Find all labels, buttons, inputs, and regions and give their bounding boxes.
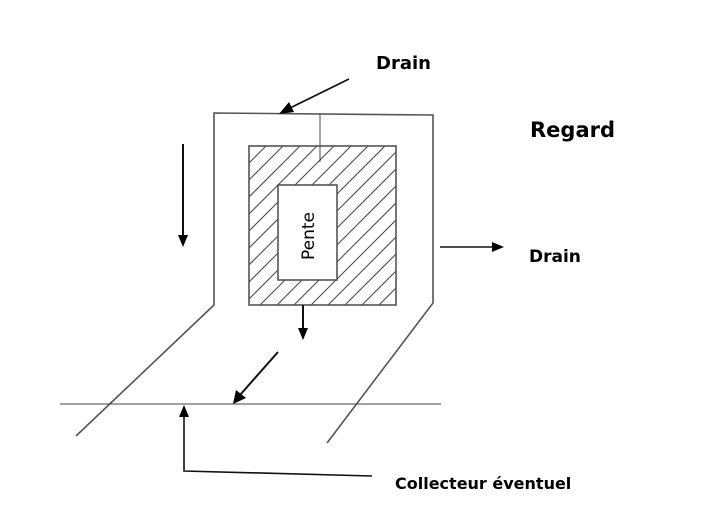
- hatch-line: [259, 146, 396, 305]
- hatch-line: [327, 146, 396, 305]
- hatch-line: [249, 146, 335, 305]
- drain-inlet-arrow: [279, 78, 350, 114]
- drain-outlet-arrow: [440, 242, 504, 252]
- hatch-line: [378, 146, 396, 305]
- hatch-line: [249, 146, 396, 305]
- left-flow-arrow: [178, 144, 188, 247]
- drain-right-label: Drain: [529, 247, 581, 267]
- hatch-line: [310, 146, 396, 305]
- channel-flow-arrow: [233, 351, 279, 404]
- pente-label: Pente: [299, 212, 319, 260]
- hatch-line: [395, 146, 396, 305]
- hatch-line: [249, 146, 318, 305]
- regard-outline: [75, 112, 434, 444]
- hatch-line: [413, 146, 572, 305]
- pente-box: [277, 184, 338, 281]
- slope-down-arrow: [298, 305, 308, 340]
- hatch-line: [249, 146, 284, 305]
- hatch-line: [249, 146, 267, 305]
- collector-pointer-arrow: [179, 405, 373, 477]
- hatched-block: [249, 146, 572, 305]
- hatch-line: [361, 146, 396, 305]
- hatched-block-outline: [248, 145, 397, 306]
- hatch-line: [249, 146, 301, 305]
- hatch-line: [344, 146, 396, 305]
- hatch-line: [249, 146, 369, 305]
- drain-top-label: Drain: [376, 53, 431, 74]
- hatch-line: [249, 146, 352, 305]
- collecteur-label: Collecteur éventuel: [395, 474, 571, 493]
- regard-label: Regard: [530, 118, 615, 142]
- hatch-line: [249, 146, 250, 305]
